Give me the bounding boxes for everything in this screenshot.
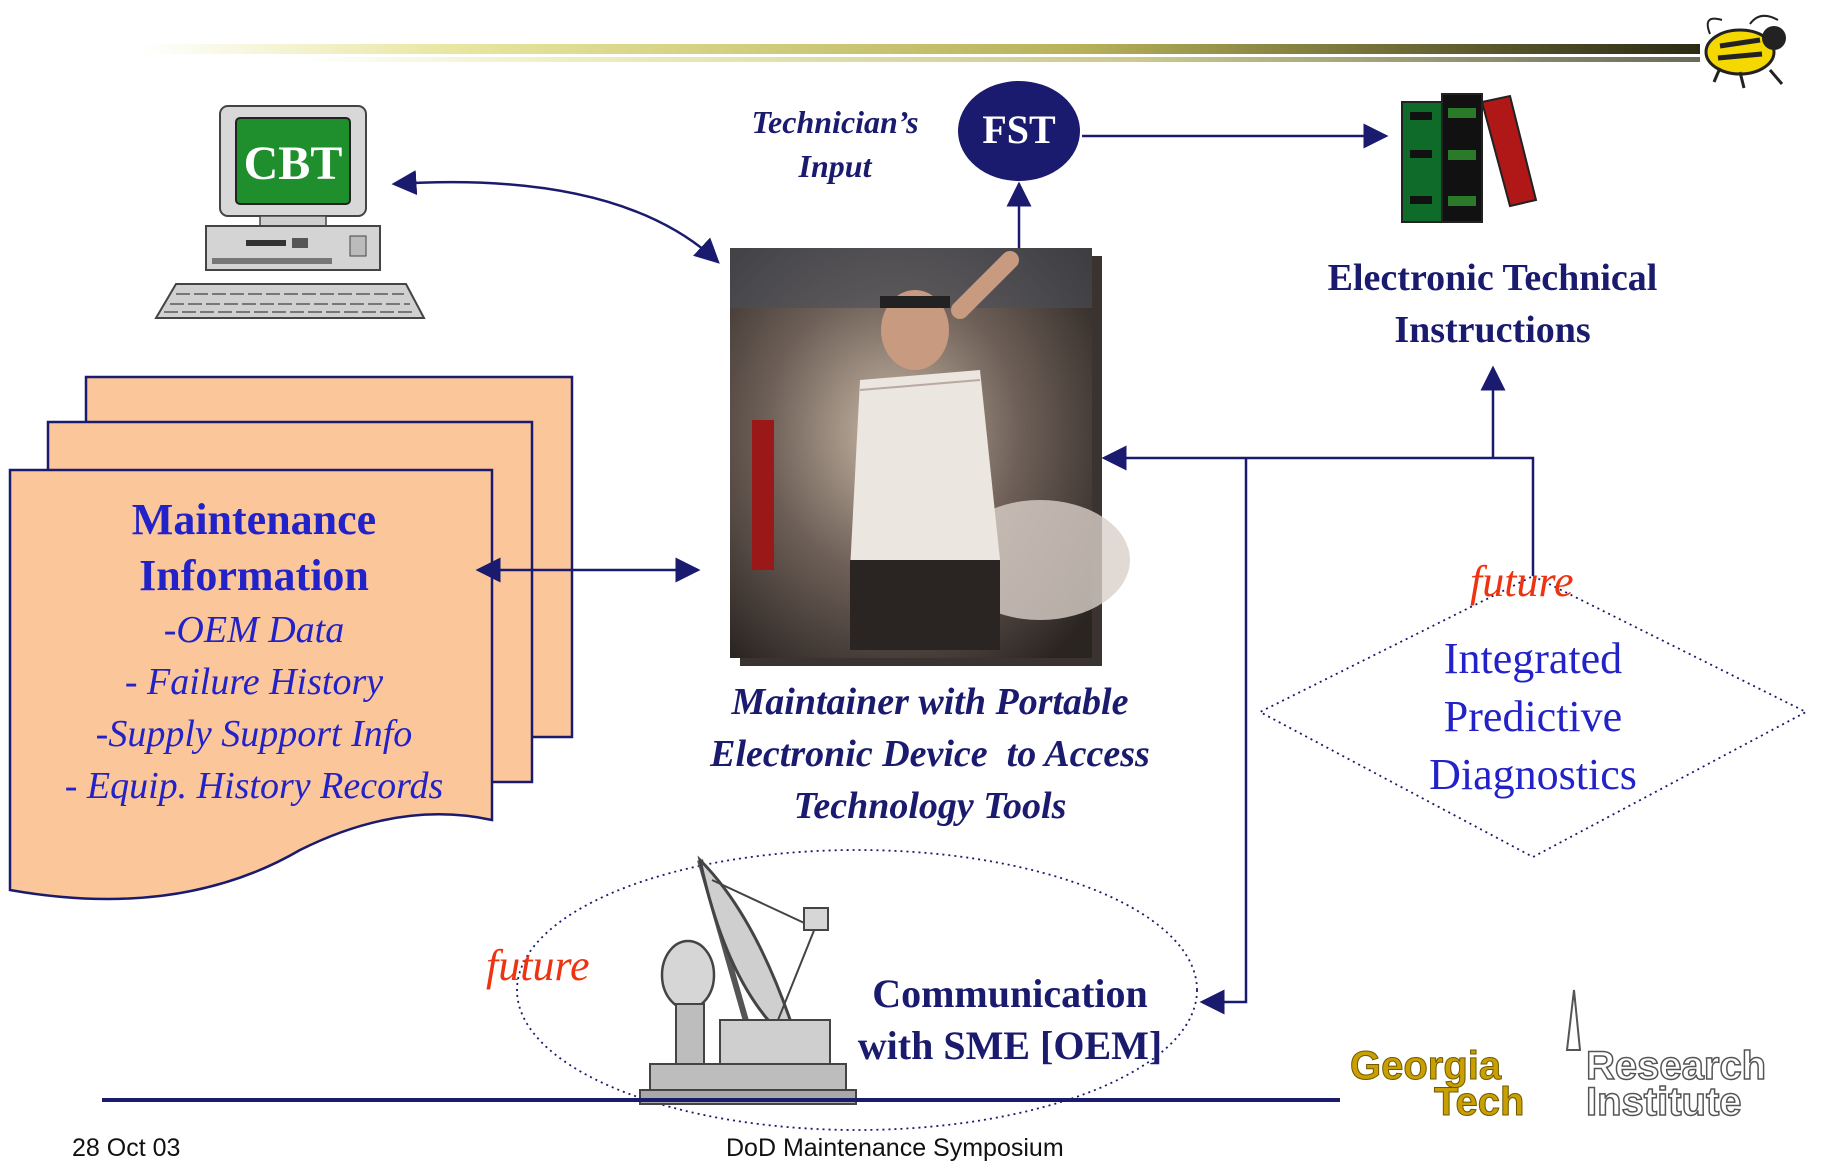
diagnostics-future-label: future [1470,557,1574,606]
technician-input-line1: Technician’s [751,104,919,140]
technician-input-line2: Input [798,148,872,184]
diagnostics-to-maintainer-arrow [1101,445,1535,576]
diagnostics-line2: Predictive [1443,692,1623,741]
footer-title: DoD Maintenance Symposium [726,1134,1064,1162]
footer-date: 28 Oct 03 [72,1134,181,1162]
maintenance-title2: Information [139,551,369,600]
maintainer-photo [730,248,1130,666]
to-communication-arrow [1199,458,1248,1015]
books-icon [1401,93,1538,223]
fst-label: FST [982,107,1056,152]
eti-line2: Instructions [1394,309,1591,351]
communication-future-label: future [486,941,590,990]
maintenance-document-stack [8,375,574,901]
maintainer-caption-line3: Technology Tools [793,785,1067,827]
logo-research: Research [1585,1043,1767,1089]
connectors [391,123,1535,1015]
header-decor-bar [140,44,1700,62]
technician-input-label: Technician’s Input [720,100,950,188]
yellow-jacket-mascot-icon [1704,14,1786,89]
communication-line1: Communication [872,971,1148,1016]
cbt-label: CBT [243,137,343,190]
maintainer-caption-line1: Maintainer with Portable [731,681,1129,723]
satellite-dish-icon [639,855,857,1105]
eti-line1: Electronic Technical [1327,257,1658,299]
computer-icon [154,105,426,319]
diagnostics-label: Integrated Predictive Diagnostics [1380,630,1686,804]
diagnostics-line3: Diagnostics [1429,750,1637,799]
diagnostics-line1: Integrated [1443,634,1623,683]
logo-institute: Institute [1585,1079,1742,1125]
maintenance-item: - Failure History [124,661,384,703]
maintenance-title1: Maintenance [131,495,377,544]
gtri-logo: Georgia Tech Research Institute [1340,1043,1820,1125]
fst-node [958,81,1080,181]
maintenance-item: -OEM Data [163,609,345,651]
logo-georgia: Georgia [1349,1044,1502,1089]
maintainer-caption: Maintainer with Portable Electronic Devi… [640,676,1220,832]
maintenance-text: Maintenance Information -OEM Data - Fail… [14,492,494,812]
footer-rule [102,1098,1340,1102]
communication-label: Communication with SME [OEM] [840,968,1180,1072]
eti-label: Electronic Technical Instructions [1280,252,1705,356]
communication-line2: with SME [OEM] [857,1023,1163,1068]
communication-ellipse [516,849,1198,1131]
logo-tech: Tech [1433,1080,1525,1125]
maintenance-item: -Supply Support Info [95,713,413,755]
cbt-maintainer-arrow [391,170,720,264]
logo-divider [1565,989,1582,1051]
maintenance-item: - Equip. History Records [64,765,444,807]
maintainer-caption-line2: Electronic Device to Access [710,733,1150,775]
